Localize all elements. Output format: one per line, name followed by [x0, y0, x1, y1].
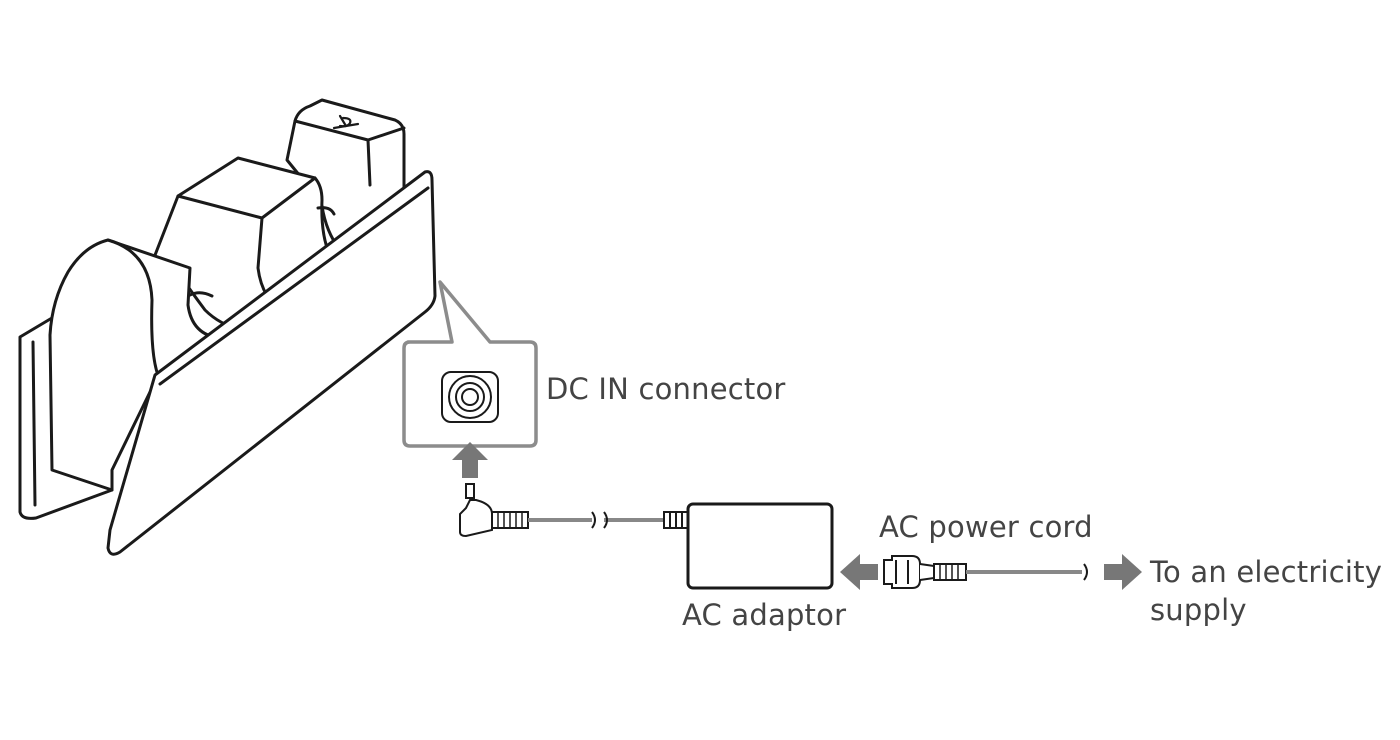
- callout-bubble: [402, 280, 538, 448]
- playstation-logo: [332, 114, 360, 130]
- ac-cord-break: [1083, 563, 1088, 581]
- station-base-inner: [31, 340, 37, 507]
- right-arrow-icon: [1104, 554, 1142, 590]
- front-panel: [106, 170, 437, 556]
- ac-cord-plug: [883, 555, 967, 589]
- dc-in-callout: [402, 280, 538, 448]
- ac-adaptor-label: AC adaptor: [682, 598, 847, 632]
- dc-in-connector-label: DC IN connector: [546, 372, 786, 406]
- front-cradle-curve: [106, 238, 162, 382]
- left-arrow-icon: [840, 554, 878, 590]
- electricity-supply-label: To an electricity supply: [1150, 555, 1383, 627]
- rear-cradle-edge: [366, 138, 372, 187]
- up-arrow-icon: [452, 442, 488, 478]
- middle-cradle-slot: [316, 206, 336, 216]
- front-panel-inner: [158, 186, 430, 386]
- ac-power-cord-label: AC power cord: [879, 510, 1093, 544]
- charging-station: [18, 98, 437, 556]
- dc-plug: [459, 483, 529, 538]
- front-cradle-slot: [188, 291, 214, 298]
- ac-adaptor-box: [686, 502, 834, 590]
- dc-cable-break: [591, 511, 608, 529]
- dc-in-port-icon: [441, 371, 499, 423]
- dc-cable-strain-relief: [663, 511, 689, 529]
